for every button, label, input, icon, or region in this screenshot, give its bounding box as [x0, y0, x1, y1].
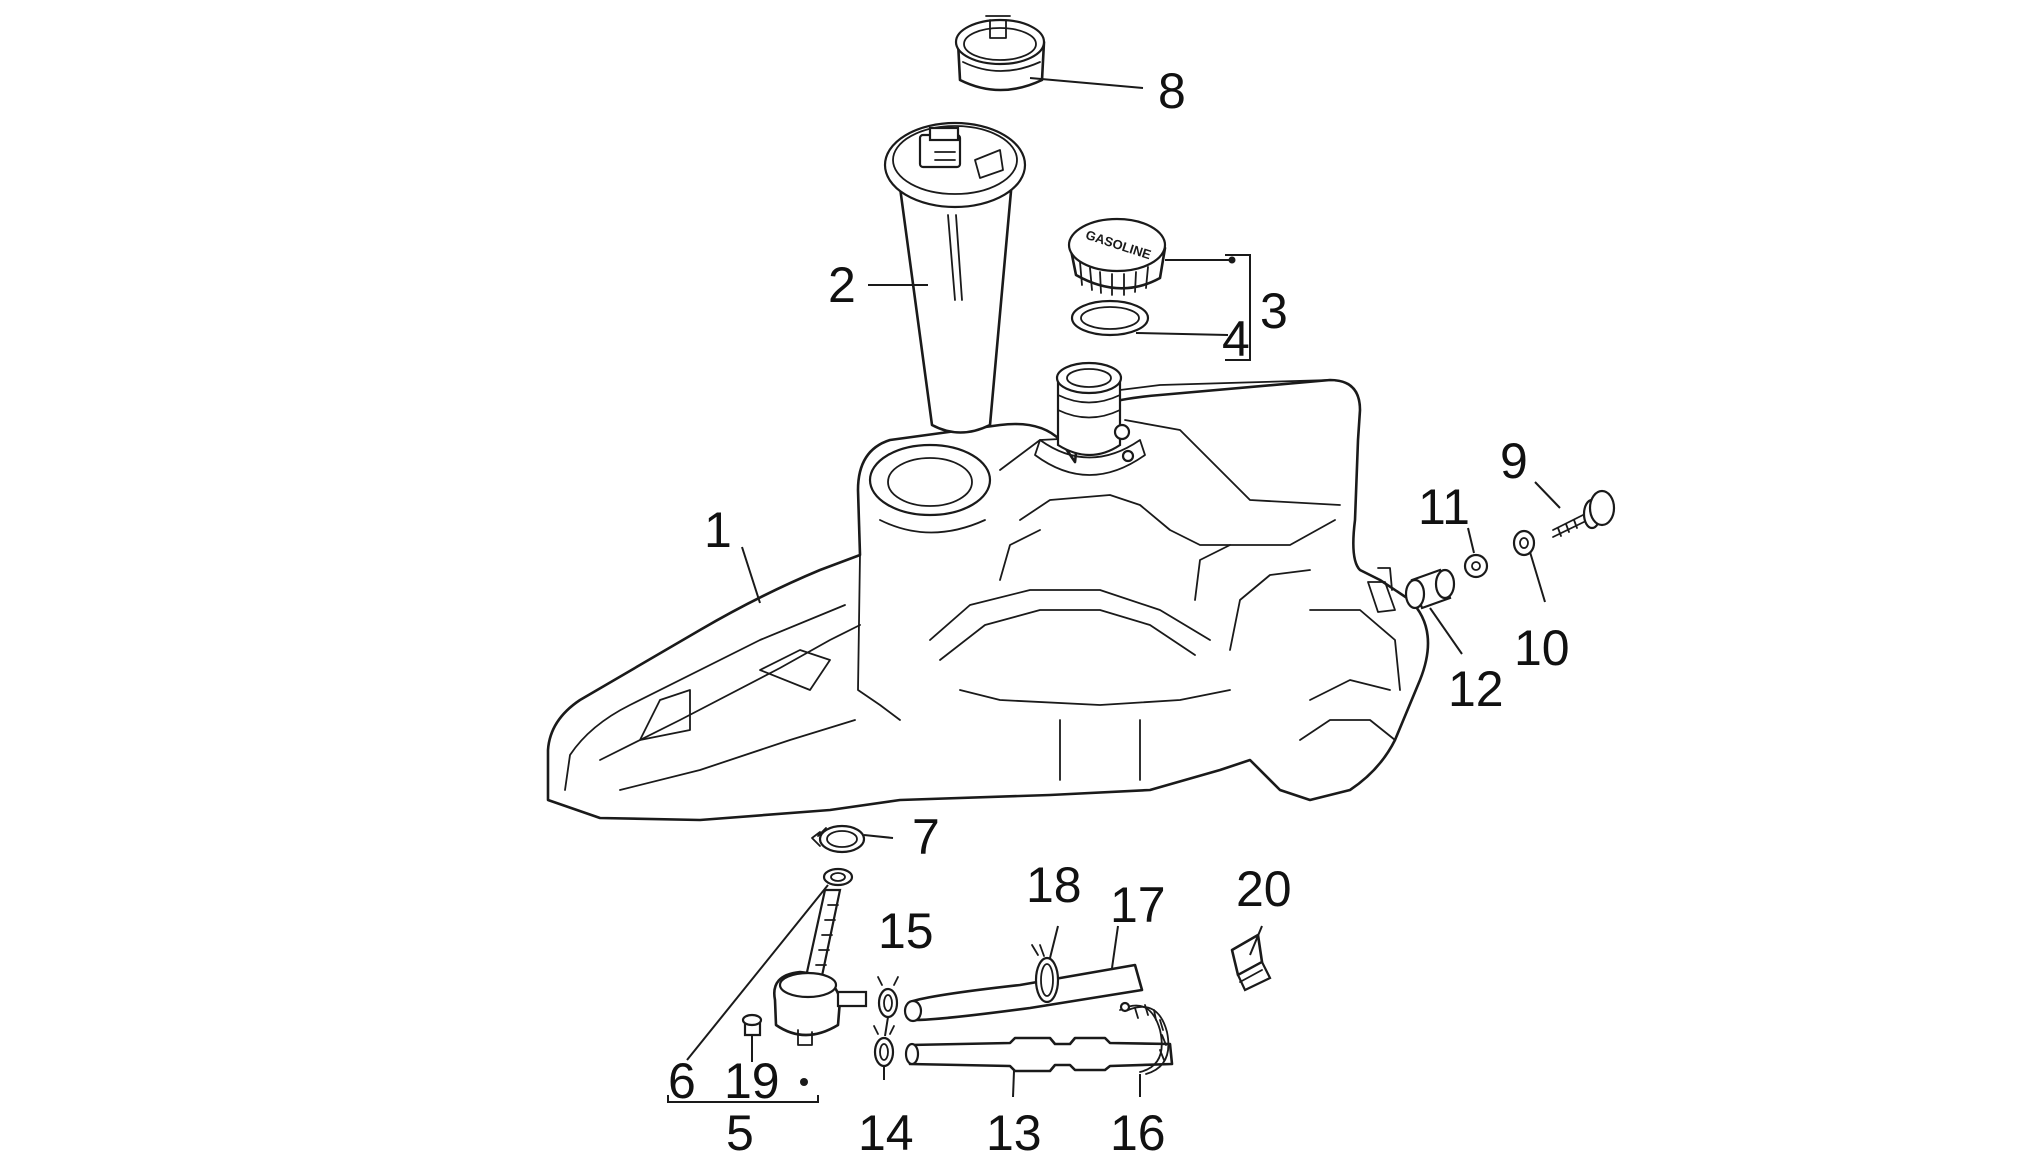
callout-10: 10 [1514, 620, 1570, 676]
o-ring-6 [822, 867, 854, 887]
clamp-18 [1031, 944, 1060, 1004]
callout-7: 7 [912, 809, 940, 865]
callout-labels: 1 2 3 4 5 6 7 8 9 10 11 12 13 14 15 16 1… [668, 63, 1570, 1155]
washer-10 [1512, 529, 1536, 557]
leader-lines [686, 77, 1561, 1098]
callout-19: 19 [724, 1053, 780, 1109]
cap-gasket [1070, 299, 1150, 337]
hose-13 [904, 1036, 1174, 1073]
callout-15: 15 [878, 903, 934, 959]
fuel-tank [546, 361, 1430, 822]
clamp-16 [1119, 1001, 1170, 1075]
callout-18: 18 [1026, 857, 1082, 913]
spacer-bushing [1404, 568, 1456, 610]
callout-9: 9 [1500, 433, 1528, 489]
callout-6: 6 [668, 1053, 696, 1109]
clamp-14 [873, 1025, 895, 1068]
callout-17: 17 [1110, 877, 1166, 933]
callout-2: 2 [828, 257, 856, 313]
callout-3: 3 [1260, 283, 1288, 339]
callout-4: 4 [1222, 311, 1250, 367]
clip-20 [1230, 933, 1272, 992]
mounting-screw [1552, 489, 1616, 538]
callout-16: 16 [1110, 1105, 1166, 1155]
fuel-level-sender [883, 121, 1027, 434]
group-bracket-3 [1225, 254, 1251, 361]
callout-12: 12 [1448, 661, 1504, 717]
group-bracket-5 [667, 1078, 819, 1103]
callout-13: 13 [986, 1105, 1042, 1155]
clamp-7 [811, 824, 866, 854]
sender-cap [954, 15, 1046, 92]
clamp-15 [877, 976, 899, 1019]
callout-1: 1 [704, 502, 732, 558]
fuel-cap: GASOLINE [1067, 217, 1167, 296]
callout-5: 5 [726, 1105, 754, 1155]
callout-14: 14 [858, 1105, 914, 1155]
fuel-valve [773, 888, 868, 1046]
callout-11: 11 [1418, 479, 1470, 535]
callout-8: 8 [1158, 63, 1186, 119]
callout-20: 20 [1236, 861, 1292, 917]
fuel-hose-17 [903, 963, 1144, 1023]
plug-19 [741, 1013, 763, 1037]
washer-11 [1463, 553, 1489, 579]
